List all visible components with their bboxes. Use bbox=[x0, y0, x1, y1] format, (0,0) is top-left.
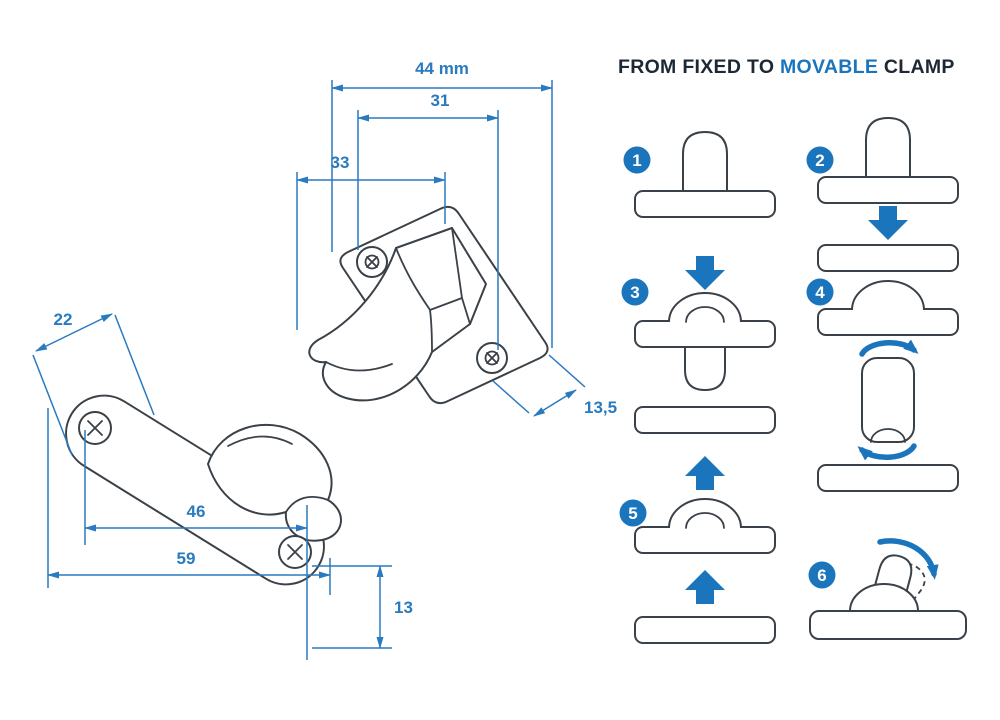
arrow-down-icon bbox=[685, 256, 725, 290]
technical-drawing: 44 mm 31 33 22 46 59 13 13,5 bbox=[32, 59, 618, 660]
screw-left bbox=[78, 411, 112, 445]
flange-hole-upper bbox=[356, 246, 388, 278]
arrow-up-icon bbox=[685, 570, 725, 604]
title-prefix: FROM FIXED TO bbox=[618, 56, 775, 78]
tilt-arrow-icon bbox=[877, 538, 939, 580]
clamp-base-bar bbox=[634, 526, 776, 554]
step-6-badge bbox=[808, 561, 836, 589]
dim-59-label: 59 bbox=[177, 549, 196, 568]
dim-13-label: 13 bbox=[394, 598, 413, 617]
clamp-base-bar bbox=[817, 176, 959, 204]
arrow-down-icon bbox=[868, 206, 908, 240]
title-highlight: MOVABLE bbox=[780, 56, 879, 78]
instruction-steps: 1 2 3 bbox=[619, 117, 967, 644]
step-1: 1 bbox=[623, 131, 776, 218]
body-inner-arc bbox=[870, 428, 906, 443]
clamp-body-outline bbox=[308, 227, 487, 402]
clamp-base-bar bbox=[634, 190, 776, 218]
step-6-number: 6 bbox=[817, 566, 826, 585]
instructions-title: FROM FIXED TO MOVABLE CLAMP bbox=[618, 56, 955, 79]
arrow-up-icon bbox=[685, 456, 725, 490]
rotate-arrow-bottom-icon bbox=[857, 443, 917, 461]
step-2: 2 bbox=[806, 117, 959, 272]
dimension-labels: 44 mm 31 33 22 46 59 13 13,5 bbox=[54, 59, 618, 617]
movable-clamp-tilting bbox=[849, 554, 926, 623]
clamp-body-side bbox=[861, 357, 915, 443]
title-suffix: CLAMP bbox=[883, 56, 955, 78]
clamp-base-bar bbox=[634, 320, 776, 348]
step-6: 6 bbox=[808, 538, 967, 640]
step-5-badge bbox=[619, 499, 647, 527]
dimension-lines bbox=[35, 84, 577, 649]
step-5: 5 bbox=[619, 456, 776, 644]
step-4: 4 bbox=[806, 278, 959, 492]
dim-13-5-label: 13,5 bbox=[584, 398, 617, 417]
dim-22-label: 22 bbox=[54, 310, 73, 329]
base-plate bbox=[65, 394, 342, 586]
tongue-through-slot bbox=[684, 345, 726, 391]
catch-hook-inner-line bbox=[285, 496, 329, 513]
flange-hole-lower bbox=[476, 342, 508, 374]
clamp-body-edges bbox=[395, 227, 471, 353]
step-1-number: 1 bbox=[632, 151, 641, 170]
dim-46-label: 46 bbox=[187, 502, 206, 521]
step-3-badge bbox=[621, 278, 649, 306]
step-5-number: 5 bbox=[628, 504, 637, 523]
catch-hook-top-line bbox=[227, 435, 293, 447]
step-3: 3 bbox=[621, 256, 776, 434]
tongue-ghost-outline bbox=[870, 563, 926, 623]
dim-22-line bbox=[35, 313, 113, 352]
dim-33-label: 33 bbox=[331, 153, 350, 172]
clamp-base-bar bbox=[817, 308, 959, 336]
clamp-assembly bbox=[308, 205, 549, 405]
step-4-badge bbox=[806, 278, 834, 306]
dim-44-label: 44 mm bbox=[415, 59, 469, 78]
mounting-plate bbox=[634, 406, 776, 434]
screw-right bbox=[278, 535, 312, 569]
clamp-mouth-line bbox=[325, 361, 393, 372]
dim-31-label: 31 bbox=[431, 91, 450, 110]
mounting-plate bbox=[817, 464, 959, 492]
clamp-dome bbox=[851, 280, 925, 311]
step-3-number: 3 bbox=[630, 283, 639, 302]
rotate-arrow-top-icon bbox=[859, 339, 919, 357]
mounting-plate bbox=[817, 244, 959, 272]
dim-13-5-line bbox=[533, 389, 577, 417]
step-2-badge bbox=[806, 146, 834, 174]
mounting-plate bbox=[634, 616, 776, 644]
clamp-dome bbox=[849, 583, 919, 612]
step-4-number: 4 bbox=[815, 283, 825, 302]
mounting-plate bbox=[809, 610, 967, 640]
step-2-number: 2 bbox=[815, 151, 824, 170]
step-1-badge bbox=[623, 146, 651, 174]
